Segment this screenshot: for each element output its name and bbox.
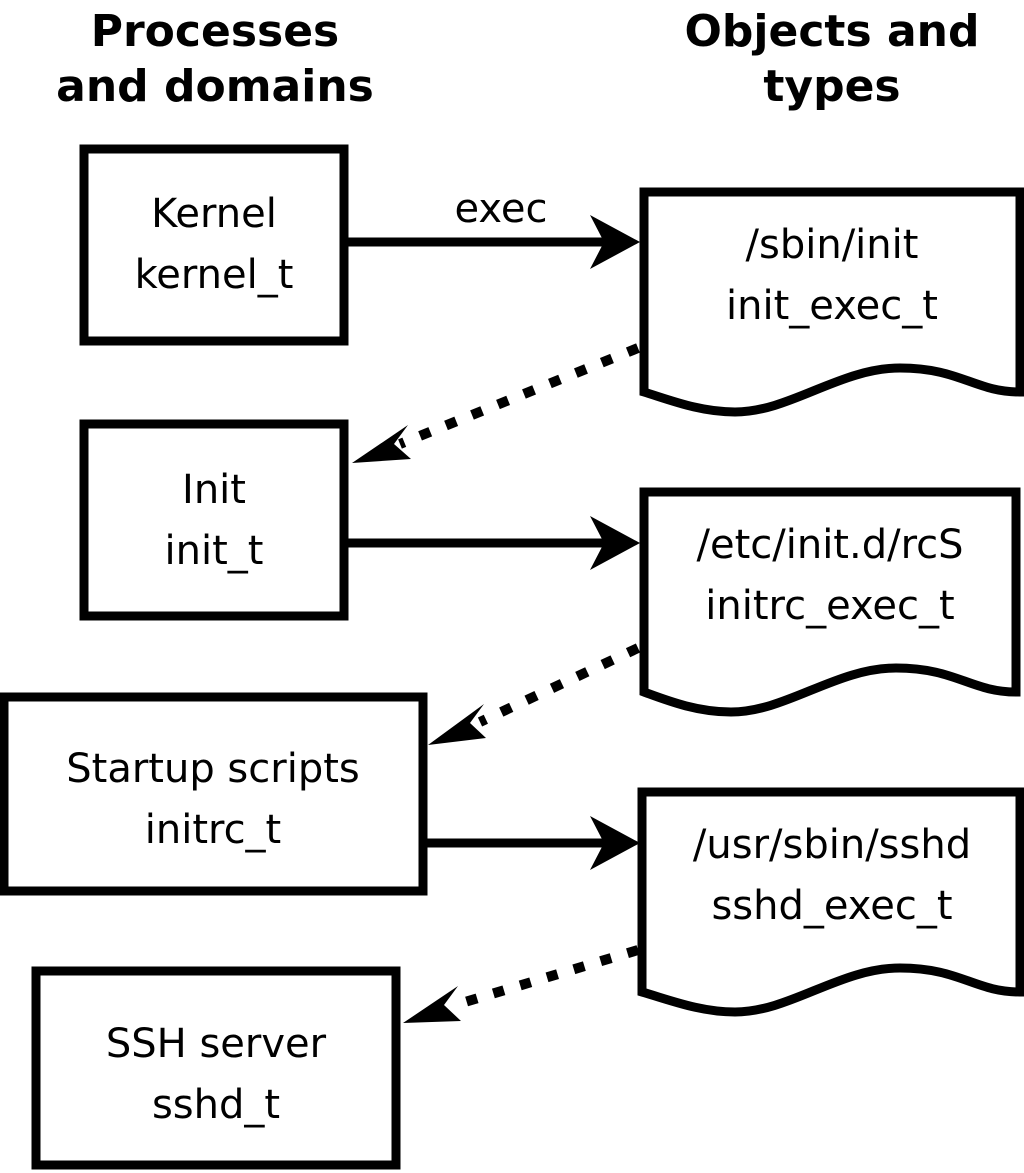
node-box [79,419,349,621]
edge-line [477,643,641,727]
node-title: SSH server [106,1021,327,1067]
node-path: /sbin/init [746,222,919,268]
node-object-init-exec[interactable]: /sbin/init init_exec_t [639,187,1024,417]
node-document-shape [637,787,1024,1017]
node-path: /etc/init.d/rcS [696,522,963,568]
node-box [79,144,349,346]
node-object-initrc-exec[interactable]: /etc/init.d/rcS initrc_exec_t [639,487,1021,717]
node-type: sshd_t [152,1082,280,1128]
node-type: init_exec_t [726,283,938,329]
arrowhead-right [590,215,640,269]
left-column-header-line1: Processes [91,6,340,57]
arrowhead-left [352,425,411,463]
left-column-header-line2: and domains [56,61,374,112]
node-title: Kernel [151,191,277,237]
node-domain-initrc[interactable]: Startup scripts initrc_t [0,692,428,896]
node-title: Init [182,467,246,513]
arrowhead-left [403,986,461,1023]
arrowhead-right [590,516,640,570]
node-domain-kernel[interactable]: Kernel kernel_t [79,144,349,346]
node-domain-init[interactable]: Init init_t [79,419,349,621]
node-document-shape [639,187,1024,417]
edge-initrc-exec-sshd-exec [427,816,640,870]
node-document-shape [639,487,1021,717]
edge-sshd-exec-transition-sshd [403,945,640,1023]
node-type: initrc_exec_t [705,583,954,629]
edge-init-exec-transition-init [352,343,640,463]
node-path: /usr/sbin/sshd [693,822,971,868]
edge-line [398,343,640,449]
edge-label-exec: exec [455,186,548,232]
edge-kernel-exec-init-exec: exec [348,186,640,269]
node-box [0,692,428,896]
right-column-header-line2: types [763,61,900,112]
node-type: init_t [165,528,264,574]
node-box [31,966,401,1170]
right-column-header-line1: Objects and [685,6,980,57]
arrowhead-left [428,704,486,745]
node-type: sshd_exec_t [711,883,952,929]
node-object-sshd-exec[interactable]: /usr/sbin/sshd sshd_exec_t [637,787,1024,1017]
edge-init-exec-initrc-exec [348,516,640,570]
arrowhead-right [590,816,640,870]
node-domain-sshd[interactable]: SSH server sshd_t [31,966,401,1170]
node-type: initrc_t [145,807,282,853]
node-type: kernel_t [135,252,294,298]
edge-initrc-exec-transition-initrc [428,643,641,745]
node-title: Startup scripts [66,746,359,792]
edge-line [453,945,640,1010]
